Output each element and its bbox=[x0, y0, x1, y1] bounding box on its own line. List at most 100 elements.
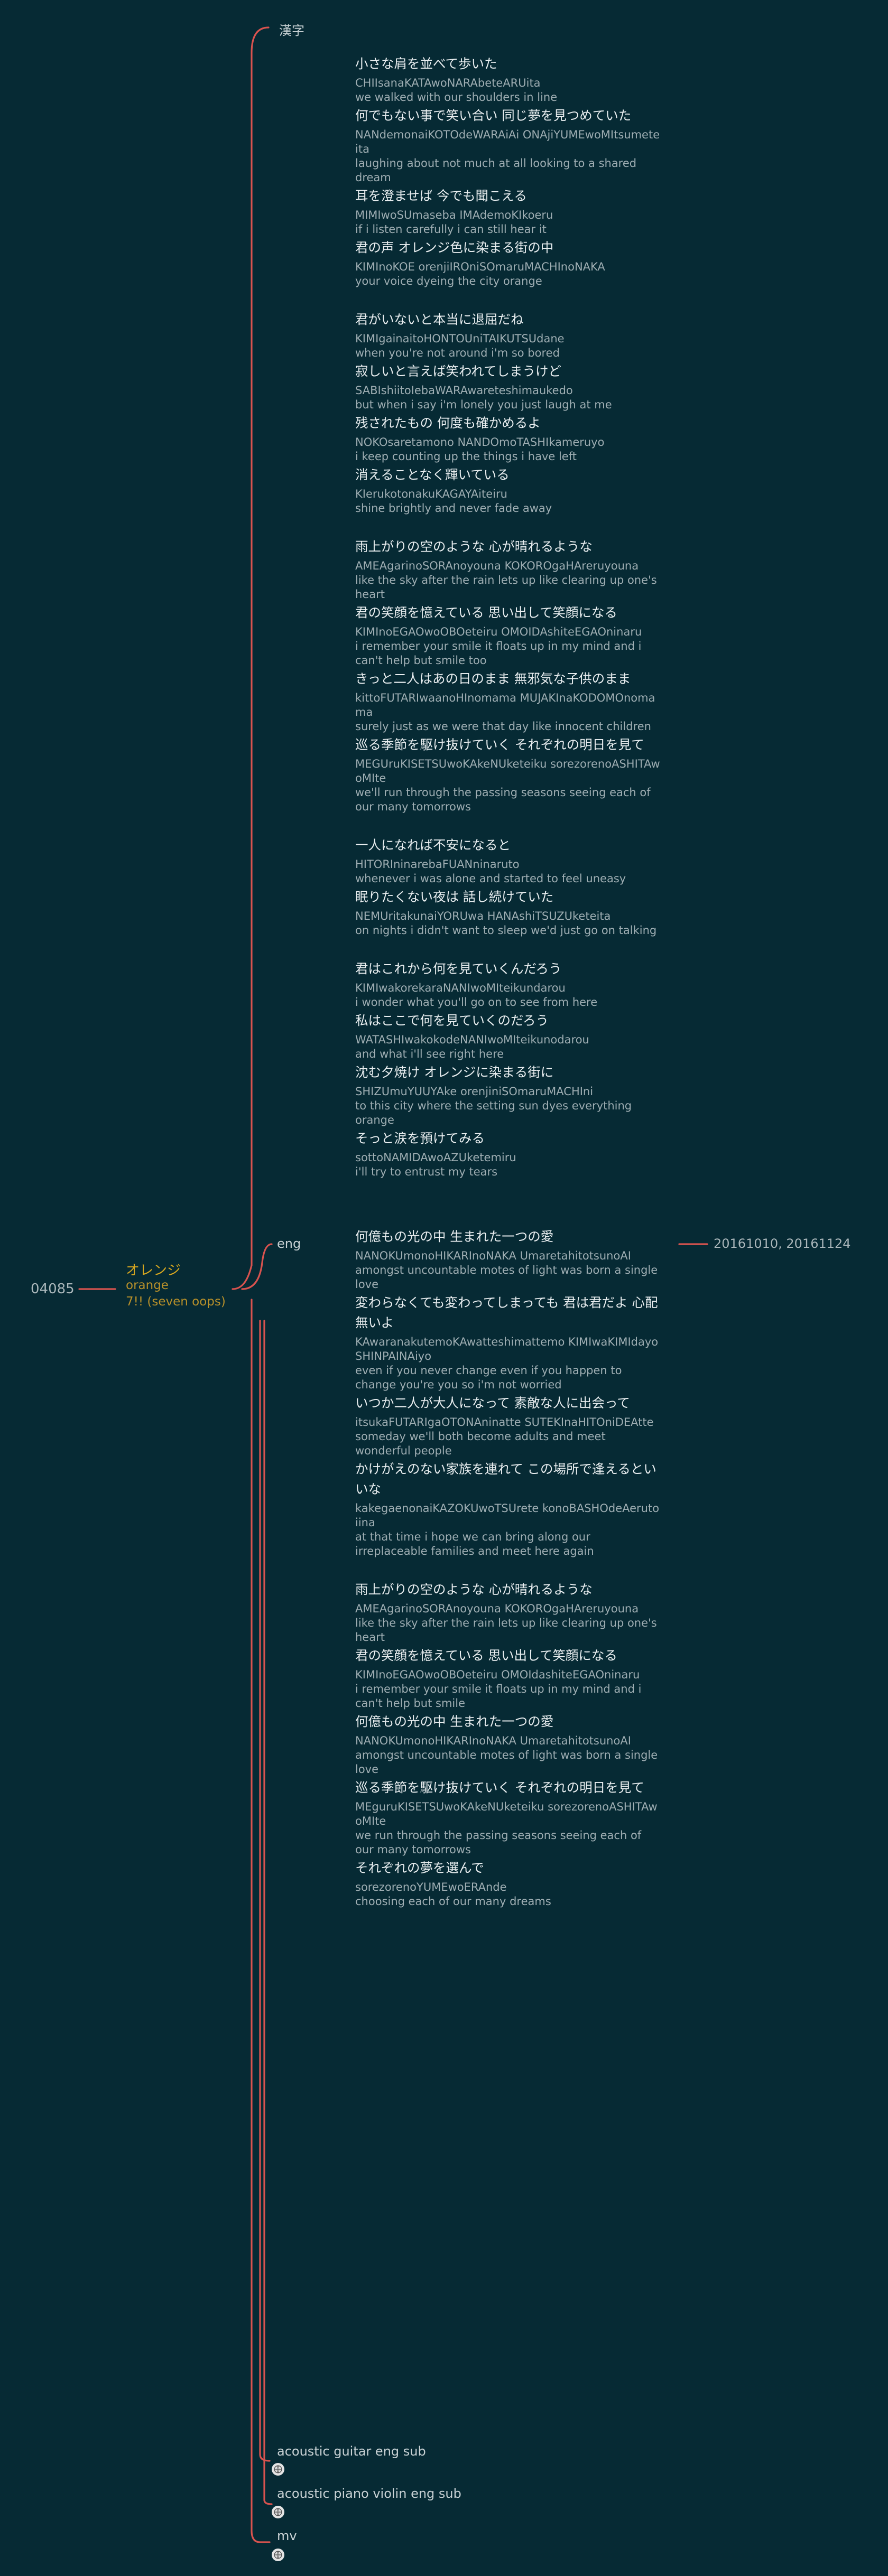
lyric-romaji-line[interactable]: kakegaenonaiKAZOKUwoTSUrete konoBASHOdeA… bbox=[355, 1502, 660, 1529]
lyric-english-line[interactable]: your voice dyeing the city orange bbox=[355, 275, 542, 287]
lyric-japanese-line[interactable]: 一人になれば不安になると bbox=[355, 837, 511, 853]
lyric-japanese-line[interactable]: それぞれの夢を選んで bbox=[355, 1860, 484, 1875]
branch-kanji[interactable]: 漢字 bbox=[279, 23, 304, 38]
lyric-english-line[interactable]: i keep counting up the things i have lef… bbox=[355, 450, 577, 463]
lyric-japanese-line[interactable]: 残されたもの 何度も確かめるよ bbox=[355, 415, 541, 431]
sub-node-piano[interactable]: acoustic piano violin eng sub bbox=[277, 2486, 461, 2501]
root-node-id[interactable]: 04085 bbox=[31, 1281, 75, 1297]
song-subtitle-line-2: 7!! (seven oops) bbox=[126, 1295, 226, 1309]
lyric-english-line[interactable]: if i listen carefully i can still hear i… bbox=[355, 223, 547, 236]
lyric-romaji-line[interactable]: WATASHIwakokodeNANIwoMIteikunodarou bbox=[355, 1033, 589, 1046]
lyric-romaji-line[interactable]: NOKOsaretamono NANDOmoTASHIkameruyo bbox=[355, 436, 605, 449]
lyric-japanese-line[interactable]: 雨上がりの空のような 心が晴れるような bbox=[355, 1582, 593, 1597]
lyric-romaji-line[interactable]: SHIZUmuYUUYAke orenjiniSOmaruMACHIni bbox=[355, 1085, 594, 1098]
lyric-english-line[interactable]: amongst uncountable motes of light was b… bbox=[355, 1264, 658, 1291]
lyric-japanese-line[interactable]: 何億もの光の中 生まれた一つの愛 bbox=[355, 1229, 554, 1244]
date-node[interactable]: 20161010, 20161124 bbox=[714, 1236, 851, 1251]
lyric-romaji-line[interactable]: KIMIwakorekaraNANIwoMIteikundarou bbox=[355, 982, 566, 994]
lyric-stanza: 雨上がりの空のような 心が晴れるような AMEAgarinoSORAnoyouna… bbox=[355, 537, 662, 814]
lyric-english-line[interactable]: someday we'll both become adults and mee… bbox=[355, 1430, 606, 1457]
lyric-english-line[interactable]: i'll try to entrust my tears bbox=[355, 1165, 498, 1178]
lyric-romaji-line[interactable]: sorezorenoYUMEwoERAnde bbox=[355, 1881, 507, 1893]
lyric-romaji-line[interactable]: KIMInoEGAOwoOBOeteiru OMOIDAshiteEGAOnin… bbox=[355, 626, 642, 638]
lyric-english-line[interactable]: like the sky after the rain lets up like… bbox=[355, 574, 657, 601]
sub-node-mv[interactable]: mv bbox=[277, 2528, 297, 2543]
lyric-japanese-line[interactable]: 沈む夕焼け オレンジに染まる街に bbox=[355, 1065, 554, 1080]
lyric-romaji-line[interactable]: AMEAgarinoSORAnoyouna KOKOROgaHAreruyoun… bbox=[355, 559, 639, 572]
lyric-romaji-line[interactable]: itsukaFUTARIgaOTONAninatte SUTEKInaHITOn… bbox=[355, 1416, 654, 1429]
lyric-stanza: 君はこれから何を見ていくんだろう KIMIwakorekaraNANIwoMIte… bbox=[355, 959, 662, 1179]
lyric-romaji-line[interactable]: KAwaranakutemoKAwatteshimattemo KIMIwaKI… bbox=[355, 1336, 659, 1362]
lyric-romaji-line[interactable]: NANOKUmonoHIKARInoNAKA UmaretahitotsunoA… bbox=[355, 1249, 631, 1262]
lyric-english-line[interactable]: at that time i hope we can bring along o… bbox=[355, 1530, 594, 1557]
connector-trunk-up bbox=[251, 26, 270, 1266]
lyric-japanese-line[interactable]: 寂しいと言えば笑われてしまうけど bbox=[355, 363, 562, 379]
lyric-english-line[interactable]: when you're not around i'm so bored bbox=[355, 347, 560, 359]
connector-song-trunk bbox=[232, 1264, 253, 1290]
lyric-japanese-line[interactable]: 巡る季節を駆け抜けていく それぞれの明日を見て bbox=[355, 737, 644, 752]
lyric-japanese-line[interactable]: 眠りたくない夜は 話し続けていた bbox=[355, 889, 554, 904]
lyric-japanese-line[interactable]: 私はここで何を見ていくのだろう bbox=[355, 1013, 549, 1028]
song-title[interactable]: オレンジ bbox=[126, 1263, 181, 1278]
lyric-english-line[interactable]: choosing each of our many dreams bbox=[355, 1895, 551, 1908]
lyric-romaji-line[interactable]: sottoNAMIDAwoAZUketemiru bbox=[355, 1151, 516, 1164]
lyric-japanese-line[interactable]: きっと二人はあの日のまま 無邪気な子供のまま bbox=[355, 671, 631, 686]
lyric-japanese-line[interactable]: 君はこれから何を見ていくんだろう bbox=[355, 961, 562, 976]
lyric-english-line[interactable]: but when i say i'm lonely you just laugh… bbox=[355, 398, 612, 411]
lyric-romaji-line[interactable]: KIMIgainaitoHONTOUniTAIKUTSUdane bbox=[355, 332, 565, 345]
lyric-japanese-line[interactable]: 雨上がりの空のような 心が晴れるような bbox=[355, 539, 593, 554]
lyric-japanese-line[interactable]: かけがえのない家族を連れて この場所で逢えるといいな bbox=[355, 1461, 656, 1497]
lyric-english-line[interactable]: and what i'll see right here bbox=[355, 1048, 504, 1060]
lyric-romaji-line[interactable]: CHIIsanaKATAwoNARAbeteARUita bbox=[355, 77, 541, 89]
lyric-english-line[interactable]: we walked with our shoulders in line bbox=[355, 91, 558, 104]
link-icon[interactable] bbox=[272, 2506, 284, 2518]
lyric-japanese-line[interactable]: 君の笑顔を憶えている 思い出して笑顔になる bbox=[355, 605, 617, 620]
lyric-romaji-line[interactable]: AMEAgarinoSORAnoyouna KOKOROgaHAreruyoun… bbox=[355, 1602, 639, 1615]
lyric-japanese-line[interactable]: 何でもない事で笑い合い 同じ夢を見つめていた bbox=[355, 108, 632, 123]
lyric-romaji-line[interactable]: KIMInoKOE orenjiIROniSOmaruMACHInoNAKA bbox=[355, 260, 605, 273]
lyric-english-line[interactable]: i remember your smile it floats up in my… bbox=[355, 640, 642, 667]
lyric-japanese-line[interactable]: 小さな肩を並べて歩いた bbox=[355, 56, 497, 71]
lyric-english-line[interactable]: shine brightly and never fade away bbox=[355, 502, 552, 515]
lyric-english-line[interactable]: i remember your smile it floats up in my… bbox=[355, 1683, 642, 1710]
lyric-romaji-line[interactable]: SABIshiitoIebaWARAwareteshimaukedo bbox=[355, 384, 573, 397]
lyric-english-line[interactable]: i wonder what you'll go on to see from h… bbox=[355, 996, 598, 1009]
connector-trunk-down bbox=[251, 1299, 271, 2543]
lyric-japanese-line[interactable]: 君の声 オレンジ色に染まる街の中 bbox=[355, 240, 554, 255]
lyric-japanese-line[interactable]: 消えることなく輝いている bbox=[355, 467, 510, 482]
lyric-english-line[interactable]: on nights i didn't want to sleep we'd ju… bbox=[355, 924, 657, 937]
lyric-romaji-line[interactable]: HITORIninarebaFUANninaruto bbox=[355, 858, 520, 871]
lyric-english-line[interactable]: to this city where the setting sun dyes … bbox=[355, 1099, 632, 1126]
lyric-english-line[interactable]: even if you never change even if you hap… bbox=[355, 1364, 622, 1391]
lyric-japanese-line[interactable]: 君がいないと本当に退屈だね bbox=[355, 312, 524, 327]
lyric-japanese-line[interactable]: 耳を澄ませば 今でも聞こえる bbox=[355, 188, 527, 203]
link-icon[interactable] bbox=[272, 2463, 284, 2476]
lyric-english-line[interactable]: laughing about not much at all looking t… bbox=[355, 157, 637, 184]
lyric-romaji-line[interactable]: MEGUruKISETSUwoKAkeNUketeiku sorezorenoA… bbox=[355, 758, 660, 785]
lyric-stanza: 何億もの光の中 生まれた一つの愛 NANOKUmonoHIKARInoNAKA U… bbox=[355, 1227, 662, 1558]
song-subtitle: orange 7!! (seven oops) bbox=[126, 1277, 226, 1310]
lyric-romaji-line[interactable]: kittoFUTARIwaanoHInomama MUJAKInaKODOMOn… bbox=[355, 692, 655, 718]
lyric-japanese-line[interactable]: 君の笑顔を憶えている 思い出して笑顔になる bbox=[355, 1648, 617, 1663]
lyric-japanese-line[interactable]: 何億もの光の中 生まれた一つの愛 bbox=[355, 1714, 554, 1729]
lyric-japanese-line[interactable]: そっと涙を預けてみる bbox=[355, 1131, 485, 1146]
lyric-english-line[interactable]: we run through the passing seasons seein… bbox=[355, 1829, 642, 1856]
lyric-japanese-line[interactable]: いつか二人が大人になって 素敵な人に出会って bbox=[355, 1395, 630, 1411]
lyric-romaji-line[interactable]: NANdemonaiKOTOdeWARAiAi ONAjiYUMEwoMItsu… bbox=[355, 128, 660, 155]
lyric-english-line[interactable]: surely just as we were that day like inn… bbox=[355, 720, 651, 733]
lyric-romaji-line[interactable]: NEMUritakunaiYORUwa HANAshiTSUZUketeita bbox=[355, 910, 611, 922]
lyric-english-line[interactable]: like the sky after the rain lets up like… bbox=[355, 1617, 657, 1644]
lyric-english-line[interactable]: whenever i was alone and started to feel… bbox=[355, 872, 626, 885]
lyric-romaji-line[interactable]: MEguruKISETSUwoKAkeNUketeiku sorezorenoA… bbox=[355, 1800, 658, 1827]
lyric-romaji-line[interactable]: KIerukotonakuKAGAYAiteiru bbox=[355, 488, 507, 500]
lyric-japanese-line[interactable]: 変わらなくても変わってしまっても 君は君だよ 心配無いよ bbox=[355, 1295, 658, 1330]
lyric-english-line[interactable]: amongst uncountable motes of light was b… bbox=[355, 1749, 658, 1776]
lyric-english-line[interactable]: we'll run through the passing seasons se… bbox=[355, 786, 651, 813]
branch-eng[interactable]: eng bbox=[277, 1236, 301, 1251]
lyric-japanese-line[interactable]: 巡る季節を駆け抜けていく それぞれの明日を見て bbox=[355, 1780, 644, 1795]
link-icon[interactable] bbox=[272, 2549, 284, 2561]
lyric-romaji-line[interactable]: NANOKUmonoHIKARInoNAKA UmaretahitotsunoA… bbox=[355, 1734, 631, 1747]
lyric-romaji-line[interactable]: KIMInoEGAOwoOBOeteiru OMOIdashiteEGAOnin… bbox=[355, 1668, 640, 1681]
lyric-romaji-line[interactable]: MIMIwoSUmaseba IMAdemoKIkoeru bbox=[355, 209, 553, 221]
sub-node-guitar[interactable]: acoustic guitar eng sub bbox=[277, 2444, 426, 2459]
